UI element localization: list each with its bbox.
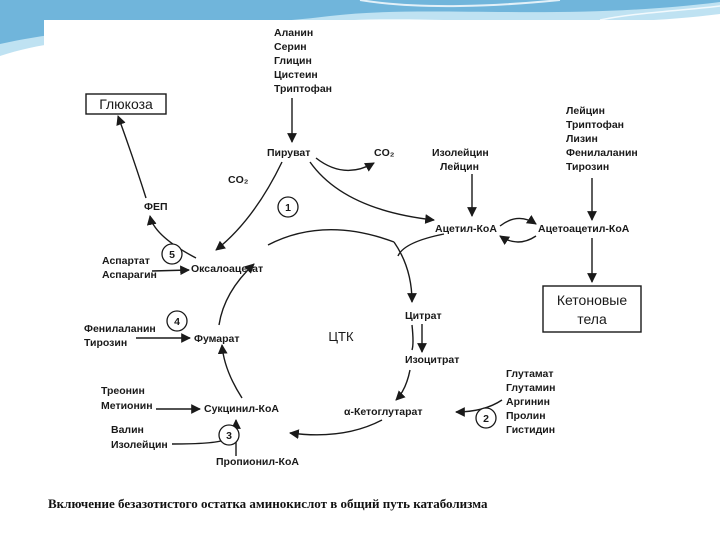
amino-acid: Аспарагин [102,269,157,281]
amino-acid: Метионин [101,400,153,412]
ketone-bodies-label-1: Кетоновые [557,292,628,308]
glucose-box [85,93,167,115]
amino-acid: Триптофан [566,119,624,131]
marker-2: 2 [475,407,497,429]
amino-group-fumarate: Фенилаланин Тирозин [84,323,159,349]
amino-acid: Лизин [566,133,598,145]
amino-acid: Аргинин [506,396,550,408]
amino-acid: Глутамин [506,382,555,394]
amino-acid: Фенилаланин [566,147,638,159]
ketone-bodies-box [542,285,642,333]
amino-acid: Изолейцин [111,439,168,451]
amino-acid: Лейцин [566,105,605,117]
amino-group-alpha-kg: Глутамат Глутамин Аргинин Пролин Гистиди… [506,368,558,436]
amino-group-oxaloacetate: Аспартат Аспарагин [102,255,157,281]
amino-acid: Гистидин [506,424,555,436]
amino-group-acetoacetyl: Лейцин Триптофан Лизин Фенилаланин Тироз… [566,105,641,173]
pathway-arrows [116,98,597,456]
acetyl-coa-label: Ацетил-КоА [435,223,497,235]
ketone-bodies-label-2: тела [577,311,607,327]
catabolism-diagram: Глюкоза Кетоновые тела ЦТК Пируват CO₂ C… [84,27,642,468]
citrate-label: Цитрат [405,310,442,322]
co2-right-label: CO₂ [374,147,395,159]
marker-4: 4 [166,310,188,332]
amino-acid: Лейцин [440,161,479,173]
isocitrate-label: Изоцитрат [405,354,459,366]
amino-acid: Аланин [274,27,313,39]
amino-acid: Глицин [274,55,312,67]
amino-acid: Пролин [506,410,546,422]
oxaloacetate-label: Оксалоацетат [191,263,263,275]
tca-center-label: ЦТК [328,329,354,344]
amino-acid: Треонин [101,385,145,397]
amino-group-pyruvate: Аланин Серин Глицин Цистеин Триптофан [274,27,332,95]
succinyl-coa-label: Сукцинил-КоА [204,403,279,415]
svg-text:2: 2 [483,413,489,425]
header-decoration [0,0,720,56]
amino-acid: Триптофан [274,83,332,95]
amino-acid: Глутамат [506,368,554,380]
svg-text:1: 1 [285,202,291,214]
figure-caption: Включение безазотистого остатка аминокис… [48,496,488,511]
co2-left-label: CO₂ [228,174,249,186]
tca-cycle-ring [217,229,417,439]
diagram-panel: Глюкоза Кетоновые тела ЦТК Пируват CO₂ C… [44,20,660,486]
marker-3: 3 [218,424,240,446]
amino-acid: Тирозин [84,337,127,349]
amino-group-acetyl: Изолейцин Лейцин [432,147,492,173]
fep-label: ФЕП [144,201,168,213]
svg-text:3: 3 [226,430,232,442]
acetoacetyl-coa-label: Ацетоацетил-КоА [538,223,630,235]
alpha-ketoglutarate-label: α-Кетоглутарат [344,406,422,418]
svg-text:4: 4 [174,316,180,328]
fumarate-label: Фумарат [194,333,240,345]
svg-text:5: 5 [169,249,175,261]
amino-acid: Фенилаланин [84,323,156,335]
amino-acid: Валин [111,424,144,436]
pyruvate-label: Пируват [267,147,310,159]
amino-acid: Аспартат [102,255,150,267]
marker-5: 5 [161,243,183,265]
marker-1: 1 [277,196,299,218]
amino-group-succinyl: Треонин Метионин [101,385,153,412]
amino-acid: Изолейцин [432,147,489,159]
amino-acid: Серин [274,41,307,53]
amino-acid: Тирозин [566,161,609,173]
amino-acid: Цистеин [274,69,318,81]
propionyl-coa-label: Пропионил-КоА [216,456,299,468]
glucose-label: Глюкоза [99,96,153,112]
amino-group-propionyl: Валин Изолейцин [111,424,168,451]
